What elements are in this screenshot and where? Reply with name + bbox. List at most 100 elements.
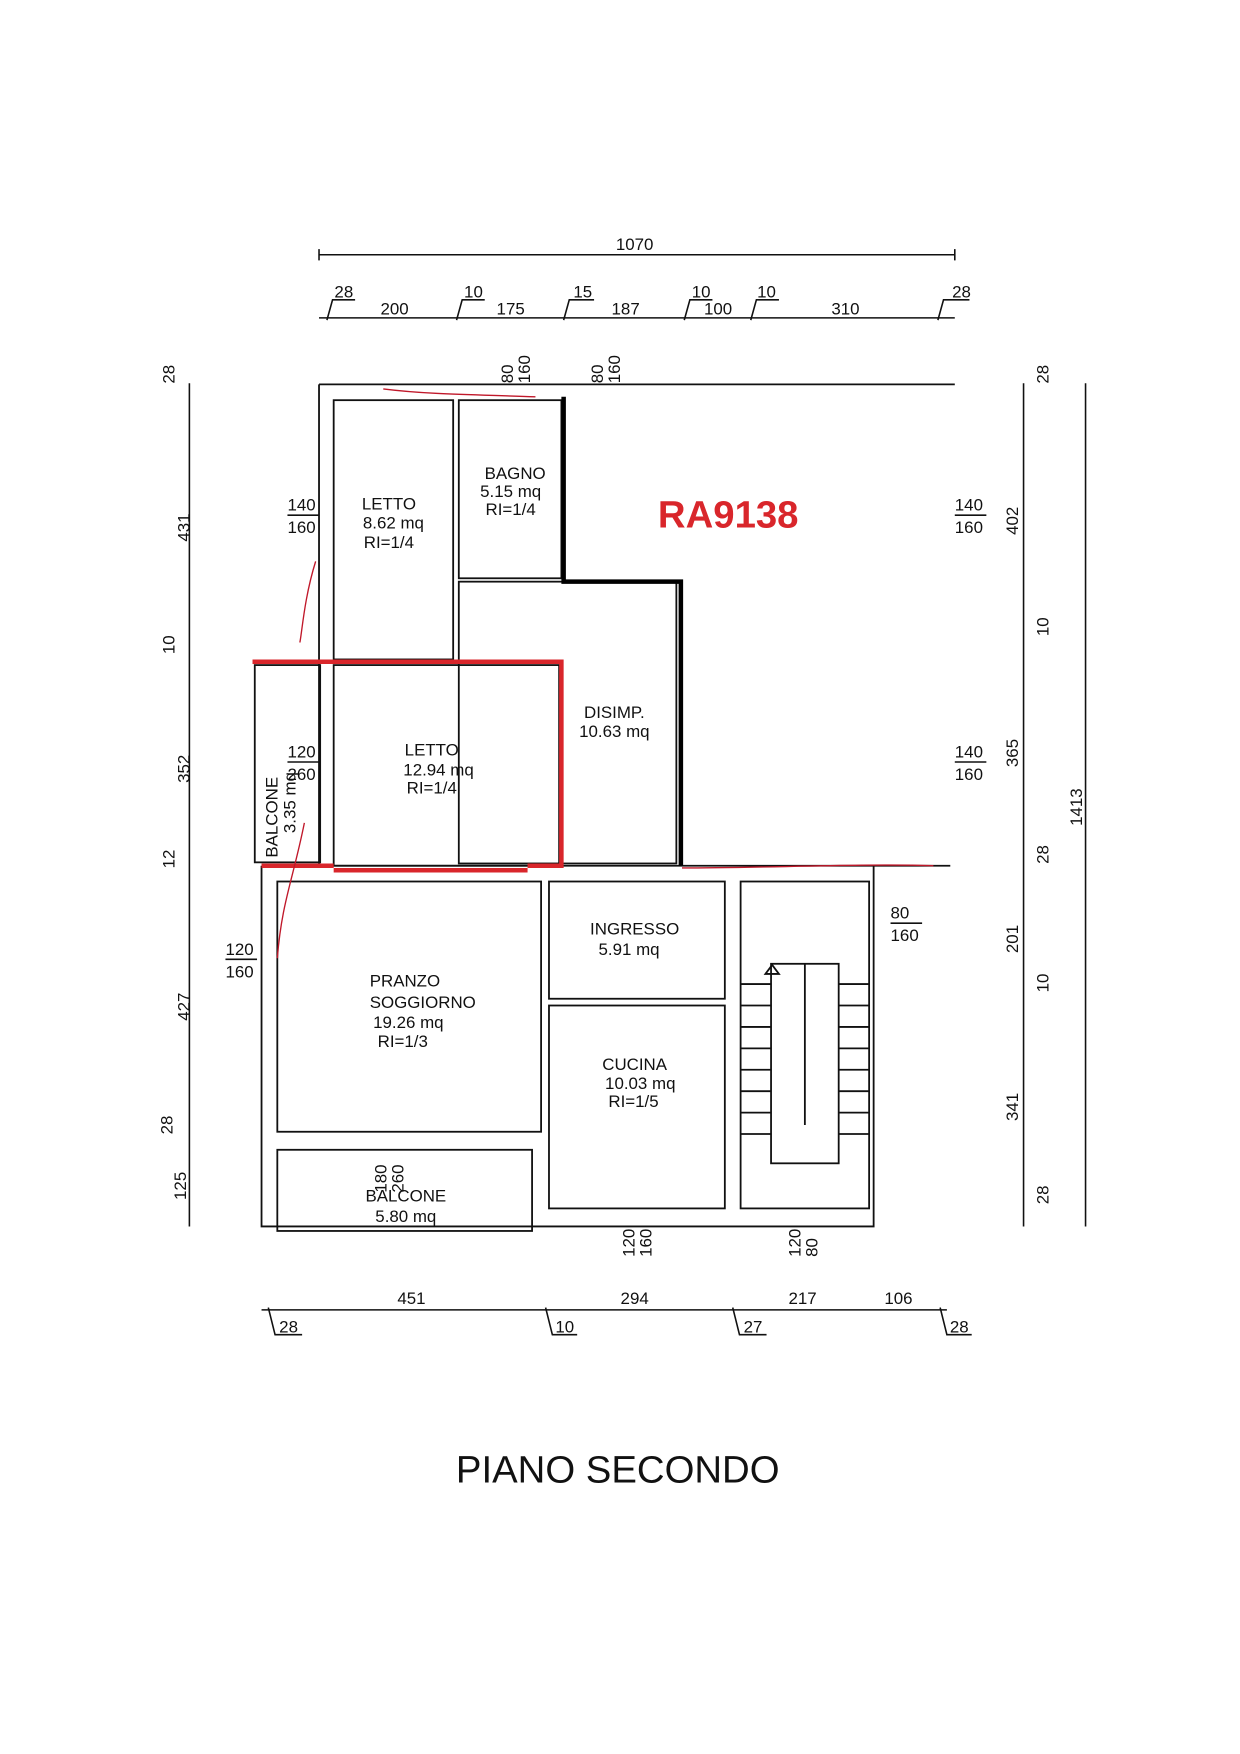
dim-total-width: 1070 bbox=[616, 235, 654, 254]
dim: 431 bbox=[174, 513, 193, 541]
listing-code: RA9138 bbox=[658, 494, 799, 537]
opening-height: 160 bbox=[515, 355, 534, 383]
room-ri: RI=1/5 bbox=[608, 1092, 658, 1111]
dim: 12 bbox=[160, 850, 179, 869]
opening-height: 160 bbox=[605, 355, 624, 383]
room-name: DISIMP. bbox=[584, 703, 645, 722]
dim-total-height: 1413 bbox=[1067, 788, 1086, 826]
room-pranzo-soggiorno: PRANZO SOGGIORNO 19.26 mq RI=1/3 bbox=[370, 971, 476, 1051]
opening-height: 160 bbox=[287, 518, 315, 537]
dim: 10 bbox=[555, 1317, 574, 1336]
room-name: CUCINA bbox=[602, 1055, 667, 1074]
room-name: LETTO bbox=[405, 740, 459, 759]
dim: 28 bbox=[279, 1317, 298, 1336]
room-name: BALCONE bbox=[262, 777, 281, 858]
dim: 28 bbox=[157, 1116, 176, 1135]
dim: 310 bbox=[831, 300, 859, 319]
room-area: 5.80 mq bbox=[375, 1207, 436, 1226]
opening-height: 260 bbox=[287, 765, 315, 784]
dim: 352 bbox=[174, 755, 193, 783]
opening-height: 80 bbox=[802, 1238, 821, 1257]
room-name-2: SOGGIORNO bbox=[370, 993, 476, 1012]
dim: 106 bbox=[884, 1289, 912, 1308]
room-name: LETTO bbox=[362, 495, 416, 514]
dim: 10 bbox=[1033, 617, 1052, 636]
room-ri: RI=1/3 bbox=[378, 1032, 428, 1051]
room-name: BALCONE bbox=[365, 1187, 446, 1206]
dim: 10 bbox=[757, 283, 776, 302]
room-area: 12.94 mq bbox=[403, 761, 473, 780]
dim: 175 bbox=[497, 300, 525, 319]
dim: 28 bbox=[950, 1317, 969, 1336]
room-ingresso: INGRESSO 5.91 mq bbox=[590, 919, 679, 958]
room-cucina: CUCINA 10.03 mq RI=1/5 bbox=[602, 1055, 675, 1111]
room-area: 19.26 mq bbox=[373, 1013, 443, 1032]
dim: 217 bbox=[789, 1289, 817, 1308]
opening-width: 180 bbox=[372, 1164, 391, 1192]
room-bagno: BAGNO 5.15 mq RI=1/4 bbox=[480, 464, 546, 519]
opening-height: 160 bbox=[955, 518, 983, 537]
dim: 10 bbox=[692, 283, 711, 302]
room-name: INGRESSO bbox=[590, 919, 679, 938]
dim: 28 bbox=[952, 283, 971, 302]
dim: 28 bbox=[334, 283, 353, 302]
bottom-dimensions: 451 294 217 106 28 10 27 28 bbox=[261, 1289, 972, 1336]
dim: 341 bbox=[1003, 1093, 1022, 1121]
opening-width: 120 bbox=[225, 940, 253, 959]
opening-width: 140 bbox=[287, 496, 315, 515]
dim: 427 bbox=[174, 993, 193, 1021]
opening-height: 160 bbox=[225, 962, 253, 981]
room-area: 10.63 mq bbox=[579, 722, 649, 741]
right-dimensions: 28 402 10 365 28 201 10 341 28 1413 bbox=[1003, 365, 1087, 1227]
opening-height: 160 bbox=[955, 765, 983, 784]
dim: 451 bbox=[397, 1289, 425, 1308]
walls bbox=[252, 383, 955, 1232]
dim: 28 bbox=[1033, 1185, 1052, 1204]
staircase bbox=[740, 963, 870, 1135]
dim: 125 bbox=[171, 1172, 190, 1200]
room-area: 3.35 mq bbox=[280, 772, 299, 833]
room-ri: RI=1/4 bbox=[364, 533, 414, 552]
opening-width: 120 bbox=[620, 1229, 639, 1257]
dim: 294 bbox=[621, 1289, 649, 1308]
opening-width: 140 bbox=[955, 743, 983, 762]
room-area: 8.62 mq bbox=[363, 514, 424, 533]
opening-width: 120 bbox=[785, 1229, 804, 1257]
dim: 10 bbox=[160, 635, 179, 654]
dim: 27 bbox=[744, 1317, 763, 1336]
dim: 100 bbox=[704, 300, 732, 319]
dim: 201 bbox=[1003, 925, 1022, 953]
dim: 10 bbox=[1033, 974, 1052, 993]
top-dimensions: 1070 28 200 10 175 15 187 10 100 10 310 … bbox=[318, 235, 971, 321]
room-disimpegno: DISIMP. 10.63 mq bbox=[579, 703, 649, 741]
opening-height: 260 bbox=[389, 1164, 408, 1192]
room-letto-2: LETTO 12.94 mq RI=1/4 bbox=[403, 740, 473, 797]
room-ri: RI=1/4 bbox=[407, 779, 457, 798]
room-letto-1: LETTO 8.62 mq RI=1/4 bbox=[362, 495, 424, 552]
room-name: PRANZO bbox=[370, 971, 440, 990]
room-balcone-2: BALCONE 5.80 mq bbox=[365, 1187, 446, 1226]
dim: 200 bbox=[380, 300, 408, 319]
opening-height: 160 bbox=[637, 1229, 656, 1257]
room-balcone-1: BALCONE 3.35 mq bbox=[262, 772, 299, 858]
room-area: 10.03 mq bbox=[605, 1074, 675, 1093]
opening-width: 80 bbox=[891, 904, 910, 923]
dim: 402 bbox=[1003, 507, 1022, 535]
room-area: 5.91 mq bbox=[599, 940, 660, 959]
dim: 10 bbox=[464, 283, 483, 302]
opening-height: 160 bbox=[891, 926, 919, 945]
room-ri: RI=1/4 bbox=[486, 500, 536, 519]
room-name: BAGNO bbox=[485, 464, 546, 483]
dim: 28 bbox=[1033, 365, 1052, 384]
floor-title: PIANO SECONDO bbox=[456, 1448, 780, 1491]
opening-width: 80 bbox=[498, 364, 517, 383]
dim: 365 bbox=[1003, 739, 1022, 767]
opening-width: 80 bbox=[588, 364, 607, 383]
opening-width: 140 bbox=[955, 496, 983, 515]
dim: 28 bbox=[160, 365, 179, 384]
dim: 15 bbox=[573, 283, 592, 302]
dim: 187 bbox=[612, 300, 640, 319]
room-area: 5.15 mq bbox=[480, 482, 541, 501]
